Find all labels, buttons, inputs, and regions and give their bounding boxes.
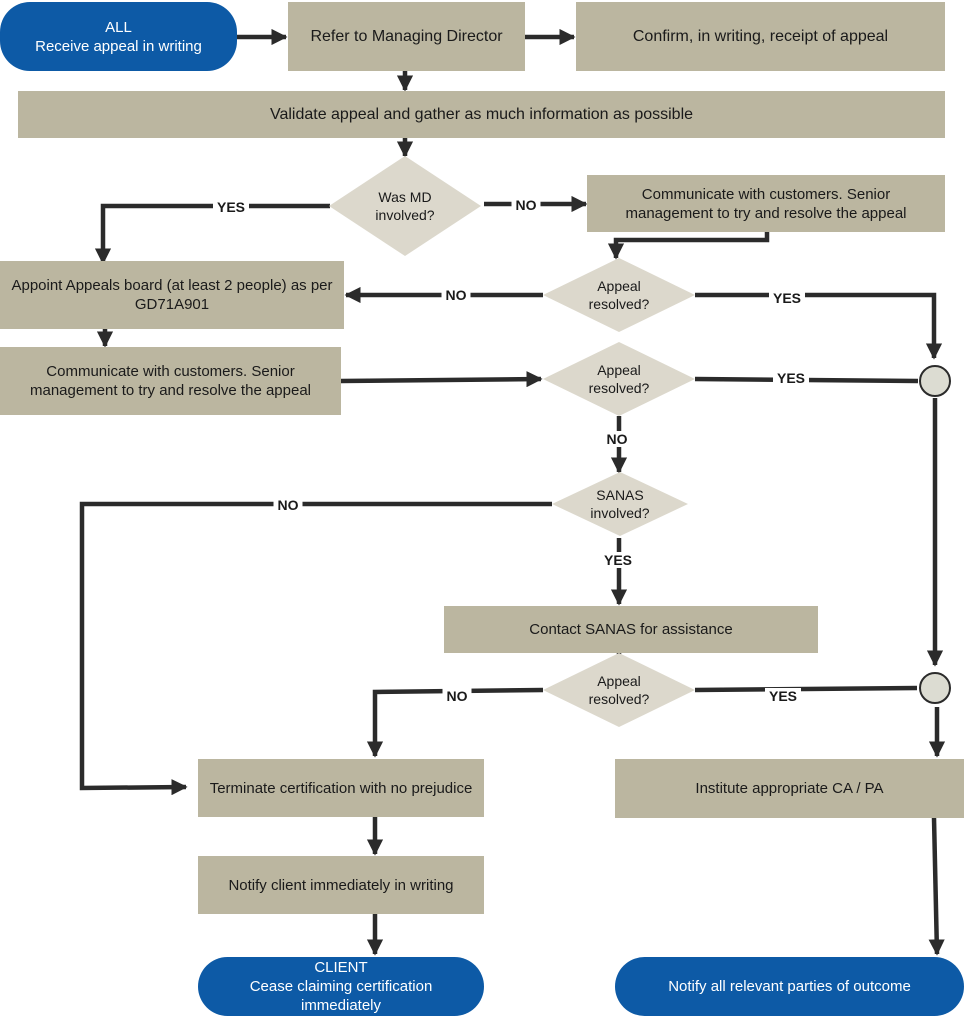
connector-circle-1 — [919, 365, 951, 397]
step-communicate-senior-2: Communicate with customers. Senior manag… — [0, 347, 341, 415]
start-terminator: ALL Receive appeal in writing — [0, 2, 237, 71]
end-client-body: Cease claiming certification immediately — [249, 978, 433, 1014]
start-title: ALL — [105, 18, 132, 36]
decision-resolved-1 — [543, 258, 695, 332]
end-client-title: CLIENT — [314, 959, 368, 976]
start-body: Receive appeal in writing — [35, 37, 202, 55]
label-resolved2-no: NO — [602, 431, 632, 447]
connector-circle-2 — [919, 672, 951, 704]
step-validate: Validate appeal and gather as much infor… — [18, 91, 945, 138]
arrow-senior1-to-resolved1 — [607, 232, 770, 260]
decision-sanas-involved-text: SANAS involved? — [590, 487, 650, 521]
decision-md-involved-text: Was MD involved? — [375, 189, 435, 223]
decision-sanas-involved — [552, 472, 688, 536]
label-resolved2-yes: YES — [772, 370, 810, 386]
decision-resolved-2 — [543, 342, 695, 416]
decision-resolved-3 — [543, 653, 695, 727]
decision-resolved-3-text: Appeal resolved? — [588, 673, 650, 707]
step-communicate-senior-1: Communicate with customers. Senior manag… — [587, 175, 945, 232]
step-confirm-receipt: Confirm, in writing, receipt of appeal — [576, 2, 945, 71]
step-refer-md: Refer to Managing Director — [288, 2, 525, 71]
decision-md-involved — [329, 156, 481, 256]
arrow-resolved1-yes — [695, 292, 943, 360]
arrow-sanas-no — [79, 501, 552, 796]
label-resolved1-no: NO — [441, 287, 471, 303]
label-resolved3-yes: YES — [764, 688, 802, 704]
label-resolved3-no: NO — [442, 688, 472, 704]
label-sanas-no: NO — [273, 497, 303, 513]
end-notify-all-terminator: Notify all relevant parties of outcome — [615, 957, 964, 1016]
arrow-resolved3-no — [366, 687, 544, 758]
label-md-yes: YES — [212, 199, 250, 215]
arrow-senior2-to-resolved2 — [340, 371, 543, 388]
decision-resolved-2-text: Appeal resolved? — [588, 362, 650, 396]
arrow-md-yes — [94, 203, 330, 265]
step-terminate: Terminate certification with no prejudic… — [198, 759, 484, 817]
end-client-terminator: CLIENT Cease claiming certification imme… — [198, 957, 484, 1016]
label-sanas-yes: YES — [599, 552, 637, 568]
arrow-resolved3-yes — [694, 685, 918, 693]
step-contact-sanas: Contact SANAS for assistance — [444, 606, 818, 653]
label-resolved1-yes: YES — [768, 290, 806, 306]
decision-resolved-1-text: Appeal resolved? — [588, 278, 650, 312]
step-notify-client: Notify client immediately in writing — [198, 856, 484, 914]
arrow-ca-to-notify-all — [928, 817, 945, 956]
step-appoint-board: Appoint Appeals board (at least 2 people… — [0, 261, 344, 329]
step-institute-ca: Institute appropriate CA / PA — [615, 759, 964, 818]
label-md-no: NO — [511, 197, 541, 213]
